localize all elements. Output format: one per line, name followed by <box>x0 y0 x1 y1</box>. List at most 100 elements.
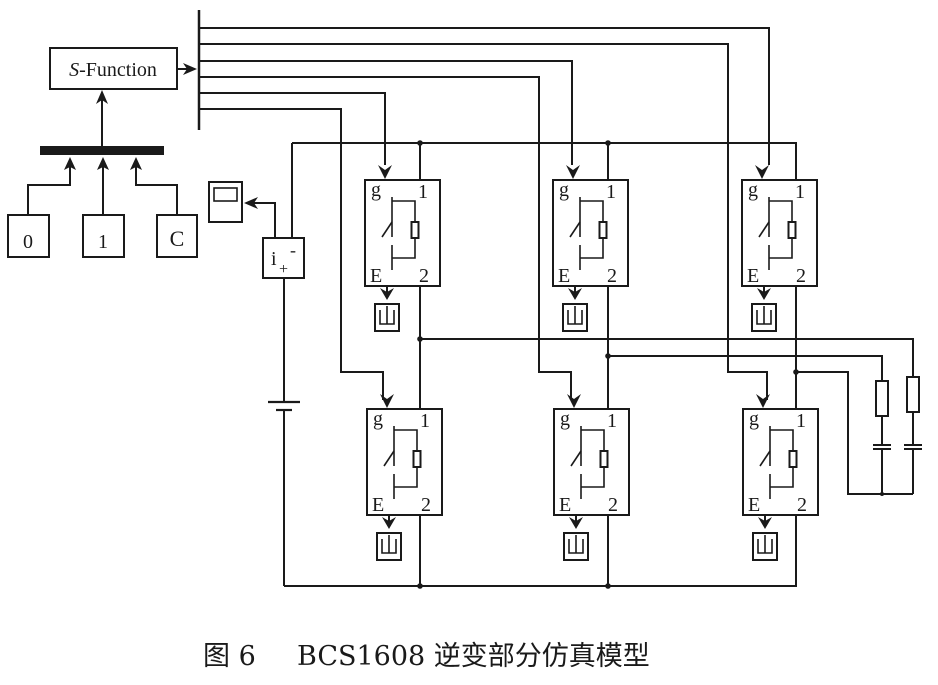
junction-dot <box>417 583 423 589</box>
arrow-icon <box>130 157 142 170</box>
s-function-block[interactable]: S-Function <box>49 47 178 90</box>
ground-terminator-icon <box>562 303 588 332</box>
gate-arrow-icon <box>755 165 769 179</box>
igbt-body <box>742 408 819 516</box>
terminal-1-label: 1 <box>606 181 616 203</box>
snubber-resistor-icon <box>598 221 608 239</box>
s-function-label: S-Function <box>69 59 157 81</box>
constant-label: C <box>170 226 185 251</box>
igbt-body <box>364 179 441 287</box>
igbt-block-upper-phase-b[interactable]: g 1E 2 <box>552 165 629 332</box>
arrow-icon <box>97 157 109 170</box>
capacitor-icon <box>904 444 922 450</box>
junction-dot <box>605 140 611 146</box>
scope-screen-icon <box>213 187 238 202</box>
ground-terminator-icon <box>563 532 589 561</box>
emitter-label: E <box>558 265 570 287</box>
arrow-icon <box>96 90 108 104</box>
snubber-resistor-icon <box>410 221 420 239</box>
ground-terminator-icon <box>752 532 778 561</box>
signal-wire <box>27 163 71 215</box>
gate-label: g <box>560 408 570 430</box>
terminal-2-label: 2 <box>796 265 806 287</box>
switch-blade-icon <box>758 221 770 238</box>
arrow-icon <box>183 63 197 75</box>
gate-label: g <box>748 179 758 201</box>
terminal-2-label: 2 <box>797 494 807 516</box>
snubber-resistor-icon <box>787 221 797 239</box>
figure-number: 图 6 <box>203 641 256 672</box>
scope-block[interactable] <box>208 181 243 223</box>
junction-dot <box>605 583 611 589</box>
terminal-2-label: 2 <box>421 494 431 516</box>
gate-label: g <box>371 179 381 201</box>
capacitor-icon <box>873 444 891 450</box>
snubber-resistor-icon <box>788 450 798 468</box>
emitter-label: E <box>747 265 759 287</box>
arrow-icon <box>244 197 258 209</box>
gate-line-lower-a <box>199 108 384 400</box>
figure-caption: BCS1608 逆变部分仿真模型 <box>297 641 650 672</box>
emitter-label: E <box>748 494 760 516</box>
constant-label: 1 <box>98 231 108 253</box>
gate-arrow-icon <box>566 165 580 179</box>
junction-dot <box>880 492 884 496</box>
snubber-wire <box>581 429 605 488</box>
terminal-2-label: 2 <box>419 265 429 287</box>
resistor-icon <box>875 380 889 417</box>
terminal-1-label: 1 <box>420 410 430 432</box>
gate-line-lower-b <box>199 76 572 400</box>
mux-block[interactable] <box>40 146 164 155</box>
phase-output-b <box>608 355 883 381</box>
measurement-wire <box>254 202 276 238</box>
gate-line-upper-a <box>199 92 386 165</box>
snubber-resistor-icon <box>412 450 422 468</box>
minus-label: - <box>290 240 296 260</box>
ground-terminator-icon <box>751 303 777 332</box>
igbt-body <box>741 179 818 287</box>
switch-blade-icon <box>383 450 395 467</box>
switch-blade-icon <box>570 450 582 467</box>
gate-line-lower-c <box>199 43 768 400</box>
constant-label: 0 <box>23 231 33 253</box>
emitter-label: E <box>372 494 384 516</box>
snubber-wire <box>769 200 793 259</box>
terminal-2-label: 2 <box>607 265 617 287</box>
arrow-icon <box>569 517 583 529</box>
terminal-1-label: 1 <box>795 181 805 203</box>
gate-line-upper-b <box>199 60 573 165</box>
igbt-body <box>366 408 443 516</box>
current-measurement-block[interactable]: i - + <box>262 237 305 279</box>
rc-load-2[interactable] <box>904 376 922 494</box>
dc-bus-negative <box>284 516 797 587</box>
igbt-block-upper-phase-c[interactable]: g 1E 2 <box>741 165 818 332</box>
gate-arrow-icon <box>378 165 392 179</box>
igbt-body <box>552 179 629 287</box>
terminal-2-label: 2 <box>608 494 618 516</box>
arrow-icon <box>757 288 771 300</box>
snubber-wire <box>770 429 794 488</box>
switch-blade-icon <box>569 221 581 238</box>
constant-block-c[interactable]: C <box>156 214 198 258</box>
signal-wire <box>135 163 178 215</box>
emitter-label: E <box>559 494 571 516</box>
junction-dot <box>417 140 423 146</box>
rc-load-1[interactable] <box>873 380 891 496</box>
constant-block-1[interactable]: 1 <box>82 214 125 258</box>
igbt-body <box>553 408 630 516</box>
switch-blade-icon <box>759 450 771 467</box>
gate-arrow-icon <box>756 394 770 408</box>
terminal-1-label: 1 <box>796 410 806 432</box>
gate-label: g <box>559 179 569 201</box>
snubber-wire <box>392 200 416 259</box>
resistor-icon <box>906 376 920 413</box>
terminal-1-label: 1 <box>418 181 428 203</box>
constant-block-0[interactable]: 0 <box>7 214 50 258</box>
arrow-icon <box>380 288 394 300</box>
gate-arrow-icon <box>380 394 394 408</box>
